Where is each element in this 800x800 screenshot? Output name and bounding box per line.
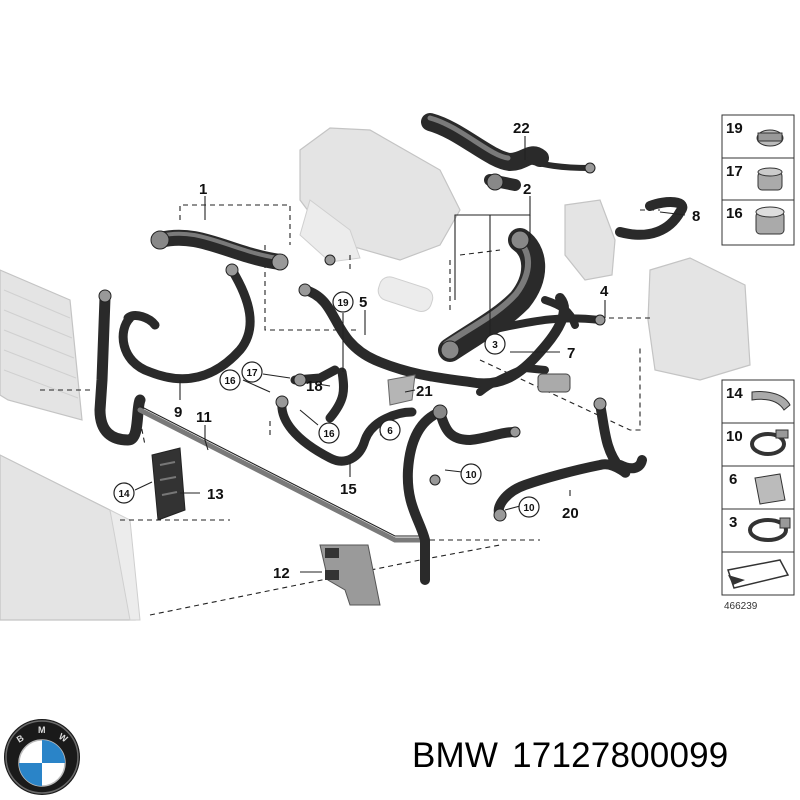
background-components [0,127,751,621]
svg-text:M: M [38,725,46,735]
part-number: 17127800099 [512,736,729,775]
svg-text:B: B [15,733,26,745]
circled-callout-14: 14 [118,489,130,500]
callout-8: 8 [692,208,700,225]
circled-callout-16-upper: 16 [224,376,236,387]
brand-name: BMW [412,736,499,775]
callout-21: 21 [416,383,433,400]
bmw-logo: B M W [4,719,80,795]
legend-label-10: 10 [726,428,743,445]
legend-label-19: 19 [726,120,743,137]
callout-18: 18 [306,378,323,395]
circled-callout-17: 17 [246,368,258,379]
callout-1: 1 [199,181,207,198]
reference-number: 466239 [724,601,758,612]
callout-7: 7 [567,345,575,362]
legend-labels: 19 17 16 14 10 6 3 466239 [724,120,758,612]
legend-top [721,114,795,246]
circled-callout-10-right: 10 [523,503,535,514]
callout-20: 20 [562,505,579,522]
legend-label-14: 14 [726,385,743,402]
callout-13: 13 [207,486,224,503]
callout-22: 22 [513,120,530,137]
circled-callout-6: 6 [387,426,393,437]
dashed-guides [40,204,660,616]
callout-5: 5 [359,294,367,311]
circled-callout-3: 3 [492,340,498,351]
circled-callout-19: 19 [337,298,349,309]
circled-callout-16-lower: 16 [323,429,335,440]
callout-9: 9 [174,404,182,421]
legend-label-16: 16 [726,205,743,222]
hoses [94,113,688,606]
legend-label-6: 6 [729,471,737,488]
circled-callout-10-left: 10 [465,470,477,481]
legend-label-3: 3 [729,514,737,531]
leader-lines [134,136,686,573]
callout-15: 15 [340,481,357,498]
callout-labels: 1 2 4 5 7 8 9 11 12 13 15 18 20 21 22 [174,120,700,582]
brand-caption: BMW 17127800099 [412,736,728,776]
callout-4: 4 [600,283,609,300]
circled-callouts: 19 3 16 17 16 6 10 14 10 [113,291,540,518]
callout-2: 2 [523,181,531,198]
legend-label-17: 17 [726,163,743,180]
legend-bottom [721,379,795,596]
callout-12: 12 [273,565,290,582]
callout-11: 11 [196,409,212,426]
